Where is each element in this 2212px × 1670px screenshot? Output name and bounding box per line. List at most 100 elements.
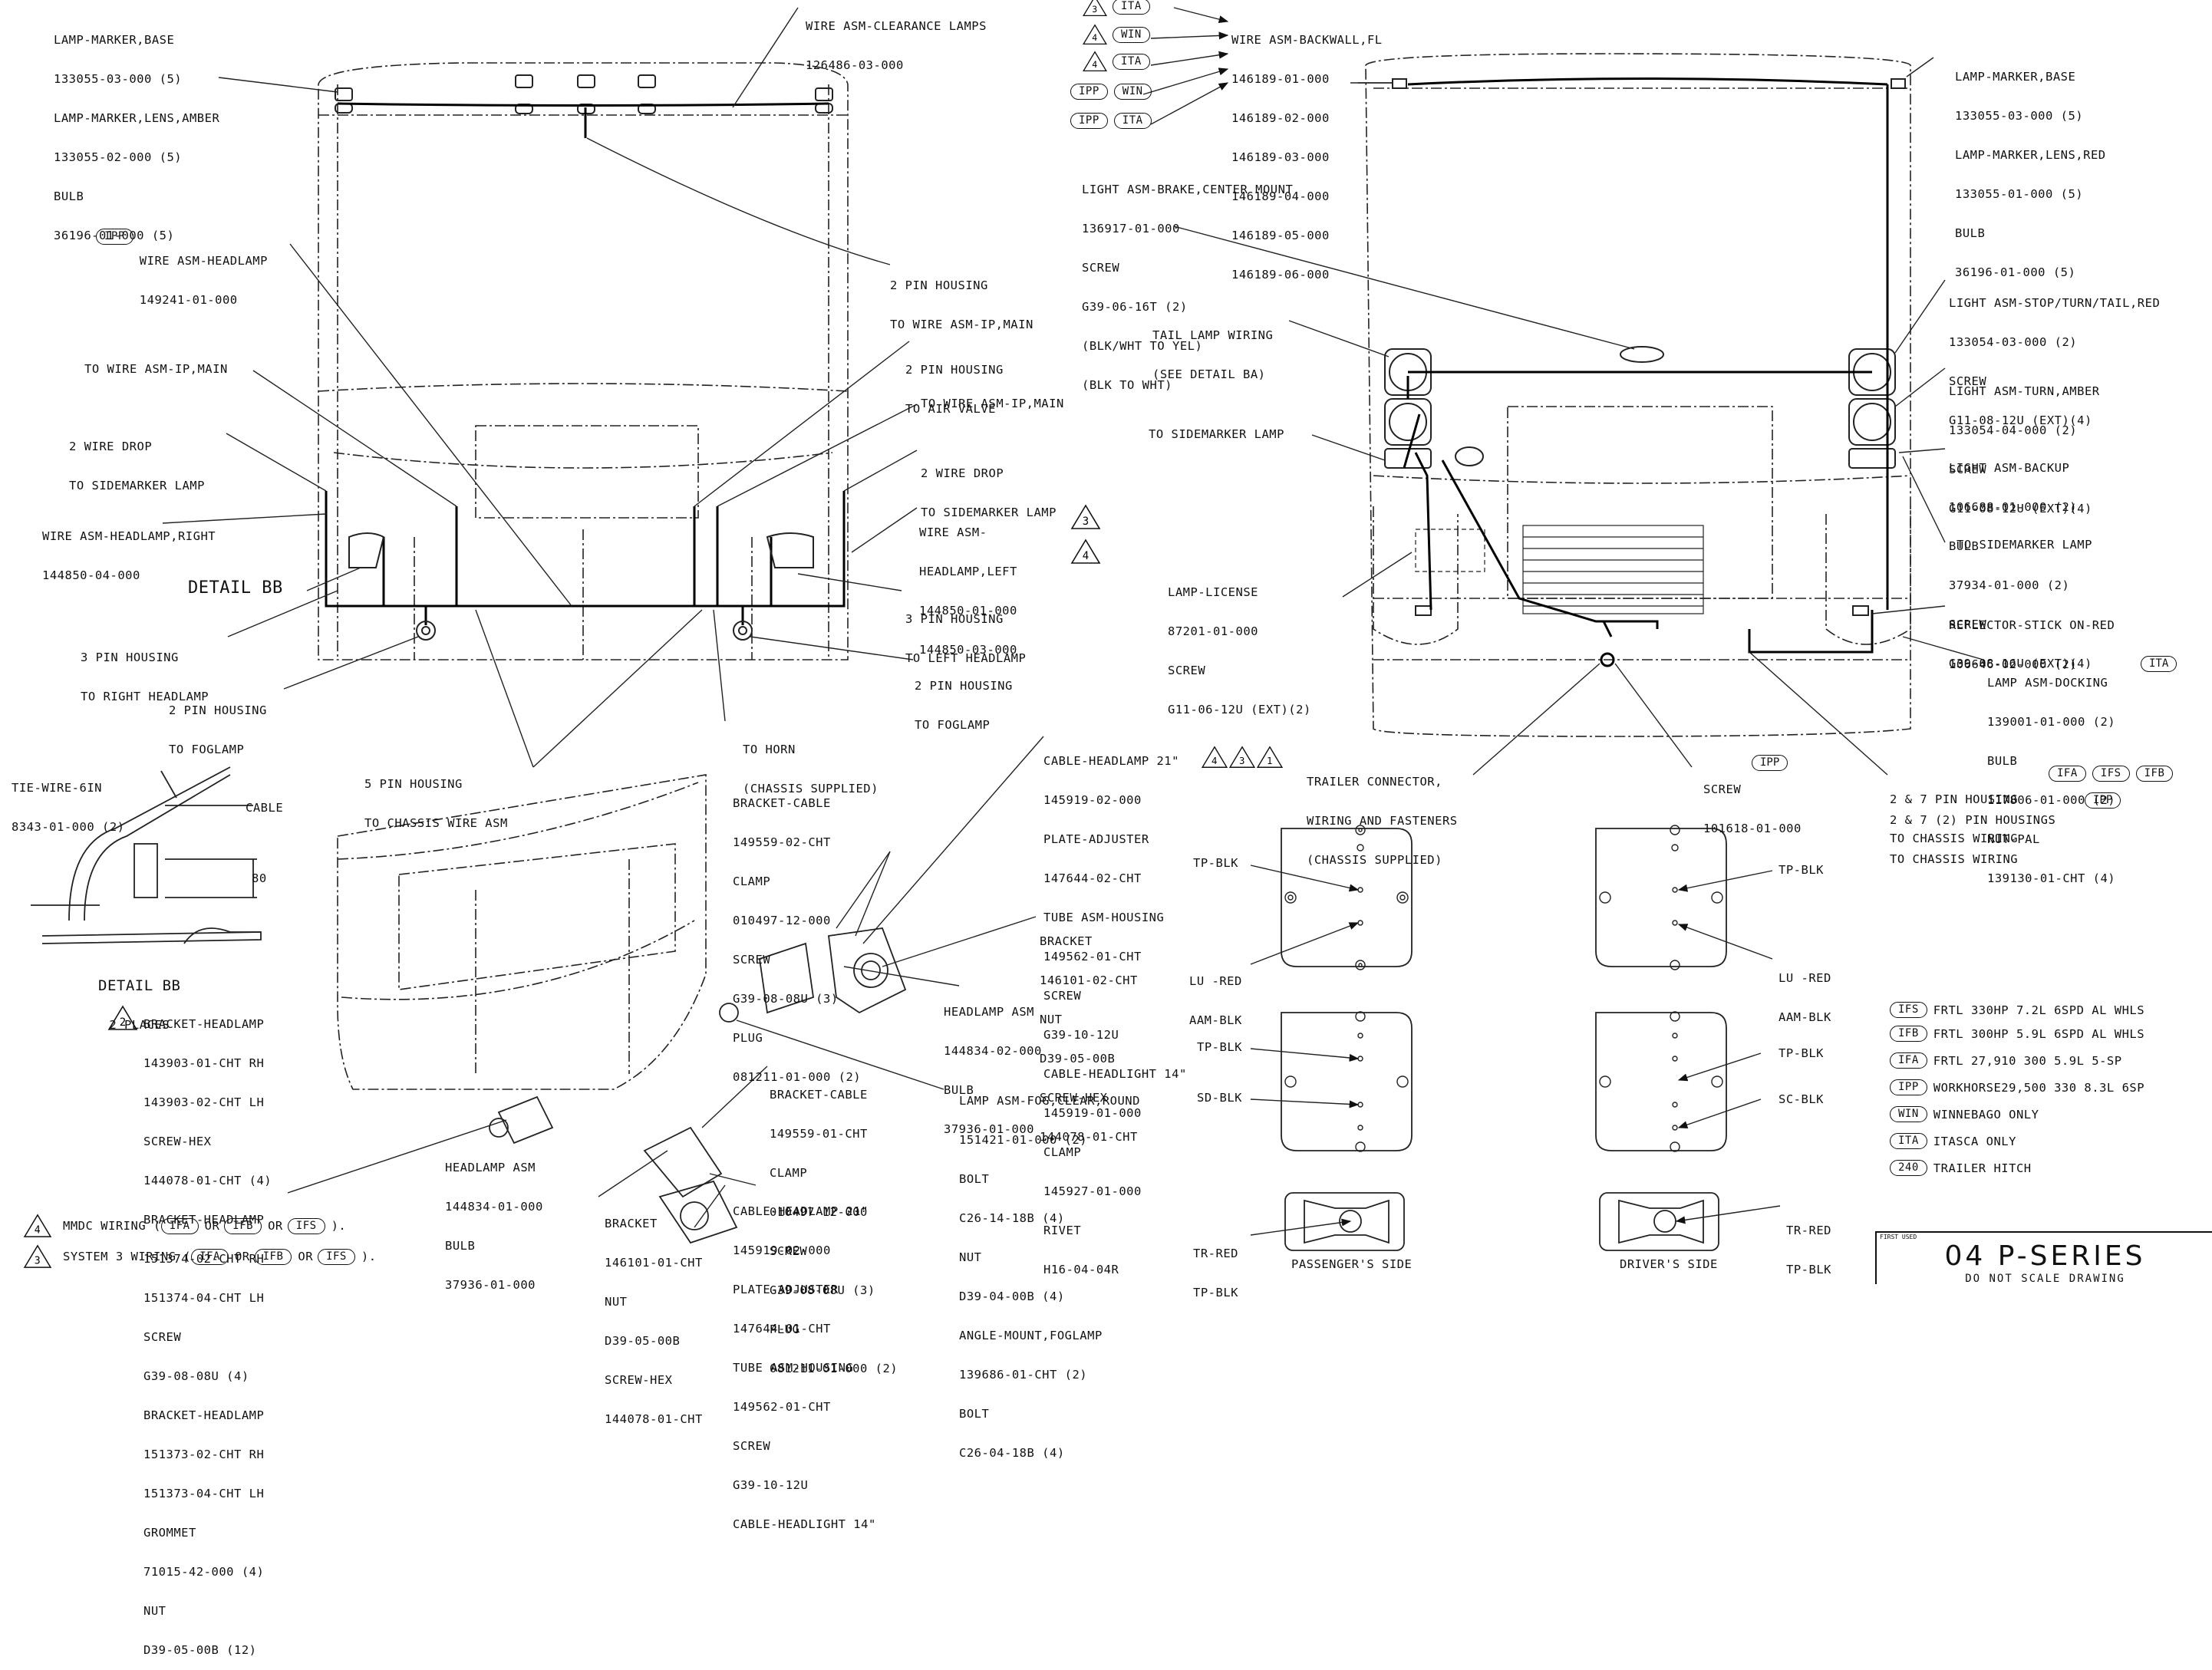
connector-leaders xyxy=(1250,865,1781,1236)
text-line: TO FOGLAMP xyxy=(915,718,991,732)
text-line: 106646-02-000 (2) xyxy=(1949,657,2078,671)
text-line: 145919-02-000 xyxy=(1043,793,1142,807)
rear-view xyxy=(1365,53,1911,737)
text-line: BOLT xyxy=(959,1407,990,1421)
text-line: SCREW xyxy=(1949,463,1987,476)
text-line: TP-BLK xyxy=(1786,1263,1831,1276)
legend-text: FRTL 300HP 5.9L 6SPD AL WHLS xyxy=(1933,1026,2145,1041)
option-badge: ITA xyxy=(1890,1133,1927,1149)
text-line: TO SIDEMARKER LAMP xyxy=(921,506,1057,519)
text-line: HEADLAMP,LEFT xyxy=(919,565,1017,578)
text-line: 2 PIN HOUSING xyxy=(169,703,267,717)
mmdc-wiring-note: 4 MMDC WIRING ( IFA OR IFB OR IFS ). xyxy=(23,1214,346,1238)
text-line: OR xyxy=(234,1250,250,1263)
text-line: TP-BLK xyxy=(1779,863,1824,877)
headlamp-top-label: HEADLAMP ASM 144834-02-000 BULB 37936-01… xyxy=(944,980,1042,1149)
to-sidemarker-right-label: TO SIDEMARKER LAMP xyxy=(1957,539,2092,552)
text-line: LAMP-MARKER,LENS,AMBER xyxy=(54,111,220,125)
text-line: WIRE ASM-HEADLAMP,RIGHT xyxy=(42,529,216,543)
option-badge: ITA xyxy=(1113,53,1150,70)
text-line: H16-04-04R xyxy=(1043,1263,1119,1276)
text-line: 149559-01-CHT xyxy=(770,1127,868,1141)
text-line: 117806-01-000 (2) xyxy=(1987,793,2116,807)
drawing-linework xyxy=(31,7,1984,1251)
text-line: 2 PIN HOUSING xyxy=(915,679,1013,693)
text-line: WIRE ASM-BACKWALL,FL xyxy=(1231,33,1383,47)
text-line: 147644-01-CHT xyxy=(733,1322,831,1336)
lamp-fog-label: LAMP ASM-FOG,CLEAR,ROUND 151421-01-000 (… xyxy=(959,1069,1140,1473)
front-harness xyxy=(325,102,846,625)
backwall-tag-row: IPP ITA xyxy=(1070,113,1158,129)
text-line: TO CHASSIS WIRING xyxy=(1890,832,2019,845)
text-line: SCREW xyxy=(733,1439,771,1453)
option-badge: ITA xyxy=(1113,113,1152,129)
text-line: 146189-04-000 xyxy=(1231,189,1330,203)
text-line: SCREW xyxy=(770,1244,808,1258)
text-line: SCREW xyxy=(1703,782,1742,796)
text-line: 151421-01-000 (2) xyxy=(959,1133,1088,1147)
text-line: 37934-01-000 (2) xyxy=(1949,578,2070,592)
text-line: BULB xyxy=(1987,754,2018,768)
revision-triangle-4: 4 xyxy=(23,1214,52,1237)
wire-drop-left-label: 2 WIRE DROP TO SIDEMARKER LAMP xyxy=(69,414,205,506)
text-line: TR-RED xyxy=(1786,1224,1831,1237)
svg-text:4: 4 xyxy=(1092,32,1097,43)
text-line: TR-RED xyxy=(1193,1247,1238,1260)
text-line: G39-10-12U xyxy=(1043,1028,1119,1042)
option-badge: IFB xyxy=(224,1217,262,1234)
to-sidemarker-left-label: TO SIDEMARKER LAMP xyxy=(1149,428,1284,441)
svg-text:2: 2 xyxy=(120,1016,126,1029)
bracket-cable-top-label: BRACKET-CABLE 149559-02-CHT CLAMP 010497… xyxy=(733,771,861,1097)
text-line: (BLK/WHT TO YEL) xyxy=(1082,339,1203,353)
text-line: 133055-02-000 (5) xyxy=(54,150,183,164)
revision-triangle-4: 4 xyxy=(1070,539,1101,564)
trailer-tris: 4 3 1 xyxy=(1201,746,1284,769)
text-line: D39-05-00B (12) xyxy=(143,1643,257,1657)
text-line: WIRE ASM-HEADLAMP xyxy=(139,254,268,268)
to-wire-ip-right-label: TO WIRE ASM-IP,MAIN xyxy=(921,397,1064,410)
lu-red-label: LU -RED AAM-BLK xyxy=(1189,949,1242,1040)
text-line: (CHASSIS SUPPLIED) xyxy=(743,782,879,795)
text-line: G39-10-12U xyxy=(733,1478,809,1492)
lamp-marker-rear-label: LAMP-MARKER,BASE 133055-03-000 (5) LAMP-… xyxy=(1955,44,2106,292)
text-line: BRACKET-HEADLAMP xyxy=(143,1408,265,1422)
light-stop-label: LIGHT ASM-STOP/TURN/TAIL,RED 133054-03-0… xyxy=(1949,271,2160,440)
text-line: CLAMP xyxy=(770,1166,808,1180)
option-badge: IFB xyxy=(1890,1026,1927,1042)
revision-triangle-2: 2 xyxy=(107,1005,138,1030)
text-line: TO CHASSIS WIRING xyxy=(1890,852,2019,866)
pin7-housing-b-label: 2 & 7 (2) PIN HOUSINGS TO CHASSIS WIRING xyxy=(1890,788,2055,879)
option-badge: IFS xyxy=(2092,766,2130,782)
text-line: 145927-01-000 xyxy=(1043,1184,1142,1198)
text-line: 010497-12-000 xyxy=(733,914,831,927)
text-line: 146101-01-CHT xyxy=(605,1256,703,1270)
text-line: TUBE ASM-HOUSING xyxy=(733,1361,854,1375)
text-line: 149562-01-CHT xyxy=(733,1400,831,1414)
text-line: 144078-01-CHT (4) xyxy=(143,1174,272,1187)
text-line: TP-BLK xyxy=(1197,1040,1242,1054)
text-line: 36196-01-000 (5) xyxy=(1955,265,2076,279)
option-badge: IFB xyxy=(2135,766,2174,782)
svg-text:3: 3 xyxy=(1083,515,1089,528)
text-line: TP-BLK xyxy=(1193,1286,1238,1299)
tp-blk-label: TP-BLK xyxy=(1197,1041,1242,1054)
text-line: LIGHT ASM-BRAKE,CENTER MOUNT xyxy=(1082,183,1294,196)
svg-text:3: 3 xyxy=(35,1255,41,1266)
to-wire-ip-left-label: TO WIRE ASM-IP,MAIN xyxy=(84,363,228,376)
rear-harness xyxy=(1403,77,1889,667)
text-line: RIVET xyxy=(1043,1224,1082,1237)
text-line: 139686-01-CHT (2) xyxy=(959,1368,1088,1382)
text-line: AAM-BLK xyxy=(1189,1013,1242,1027)
text-line: HEADLAMP ASM xyxy=(944,1005,1034,1019)
text-line: 146189-02-000 xyxy=(1231,111,1330,125)
text-line: OR xyxy=(268,1219,283,1233)
text-line: (SEE DETAIL BA) xyxy=(1152,367,1266,381)
text-line: SCREW xyxy=(1168,664,1206,677)
text-line: 149241-01-000 xyxy=(139,293,238,307)
text-line: 146101-02-CHT xyxy=(1040,973,1138,987)
revision-triangle: 1 xyxy=(1256,746,1284,768)
text-line: BRACKET-CABLE xyxy=(770,1088,868,1102)
light-turn-label: LIGHT ASM-TURN,AMBER 133054-04-000 (2) S… xyxy=(1949,359,2100,529)
detail-bb-drawing xyxy=(31,766,262,944)
option-badge: IFA xyxy=(2049,766,2086,782)
